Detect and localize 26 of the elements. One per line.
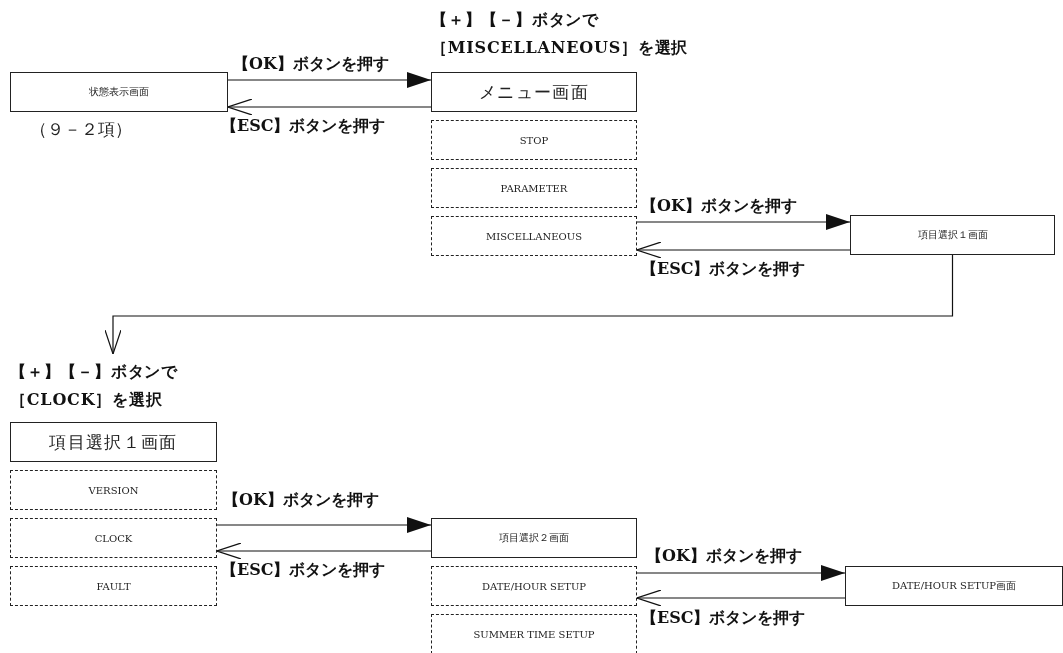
screen-box: 状態表示画面: [10, 72, 228, 112]
menu-item-box: FAULT: [10, 566, 217, 606]
heading-text: 【＋】【－】ボタンで［MISCELLANEOUS］を選択: [431, 9, 690, 59]
menu-item-box: VERSION: [10, 470, 217, 510]
menu-item-box: STOP: [431, 120, 637, 160]
arrow: [227, 98, 432, 116]
node-label: （９－２項）: [30, 118, 132, 141]
menu-item-box: DATE/HOUR SETUP: [431, 566, 637, 606]
screen-box: メニュー画面: [431, 72, 637, 112]
screen-box: DATE/HOUR SETUP画面: [845, 566, 1063, 606]
screen-box: 項目選択１画面: [10, 422, 217, 462]
arrow: [636, 214, 851, 230]
arrow: [216, 517, 432, 533]
arrow: [227, 72, 432, 88]
menu-item-box: PARAMETER: [431, 168, 637, 208]
arrow: [216, 542, 432, 560]
arrow: [636, 589, 846, 607]
menu-item-box: SUMMER TIME SETUP: [431, 614, 637, 653]
screen-box: 項目選択２画面: [431, 518, 637, 558]
arrow: [636, 241, 851, 259]
menu-item-box: MISCELLANEOUS: [431, 216, 637, 256]
arrow: [636, 565, 846, 581]
menu-item-box: CLOCK: [10, 518, 217, 558]
heading-text: 【＋】【－】ボタンで［CLOCK］を選択: [10, 361, 179, 411]
arrow: [104, 254, 954, 355]
screen-box: 項目選択１画面: [850, 215, 1055, 255]
